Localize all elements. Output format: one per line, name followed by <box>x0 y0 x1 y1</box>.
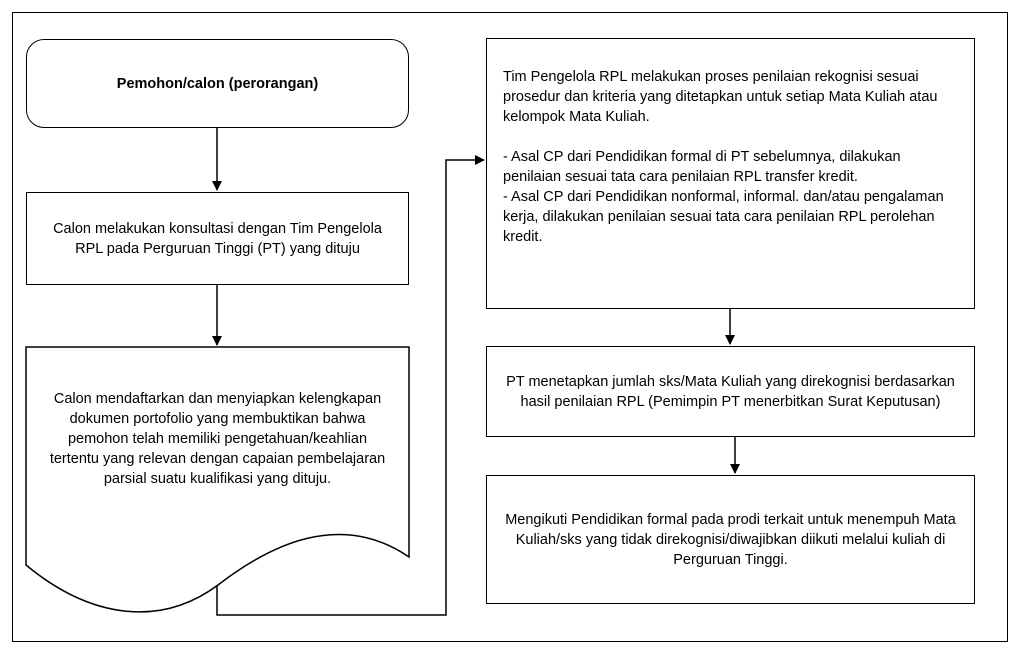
diagram-frame <box>12 12 1008 642</box>
node-assessment-point-nonformal: - Asal CP dari Pendidikan nonformal, inf… <box>503 189 944 245</box>
node-assessment: Tim Pengelola RPL melakukan proses penil… <box>486 38 975 309</box>
node-assessment-intro: Tim Pengelola RPL melakukan proses penil… <box>503 69 938 125</box>
node-consultation-label: Calon melakukan konsultasi dengan Tim Pe… <box>53 220 382 257</box>
node-portfolio-label: Calon mendaftarkan dan menyiapkan keleng… <box>49 391 386 487</box>
node-determination: PT menetapkan jumlah sks/Mata Kuliah yan… <box>486 346 975 437</box>
node-applicant-label: Pemohon/calon (perorangan) <box>116 75 319 92</box>
node-formal-education: Mengikuti Pendidikan formal pada prodi t… <box>486 475 975 604</box>
node-determination-label: PT menetapkan jumlah sks/Mata Kuliah yan… <box>506 373 955 410</box>
node-portfolio: Calon mendaftarkan dan menyiapkan keleng… <box>26 347 409 557</box>
node-consultation: Calon melakukan konsultasi dengan Tim Pe… <box>26 192 409 285</box>
node-assessment-point-formal: - Asal CP dari Pendidikan formal di PT s… <box>503 149 901 185</box>
node-formal-education-label: Mengikuti Pendidikan formal pada prodi t… <box>505 511 956 568</box>
node-applicant: Pemohon/calon (perorangan) <box>26 39 409 128</box>
